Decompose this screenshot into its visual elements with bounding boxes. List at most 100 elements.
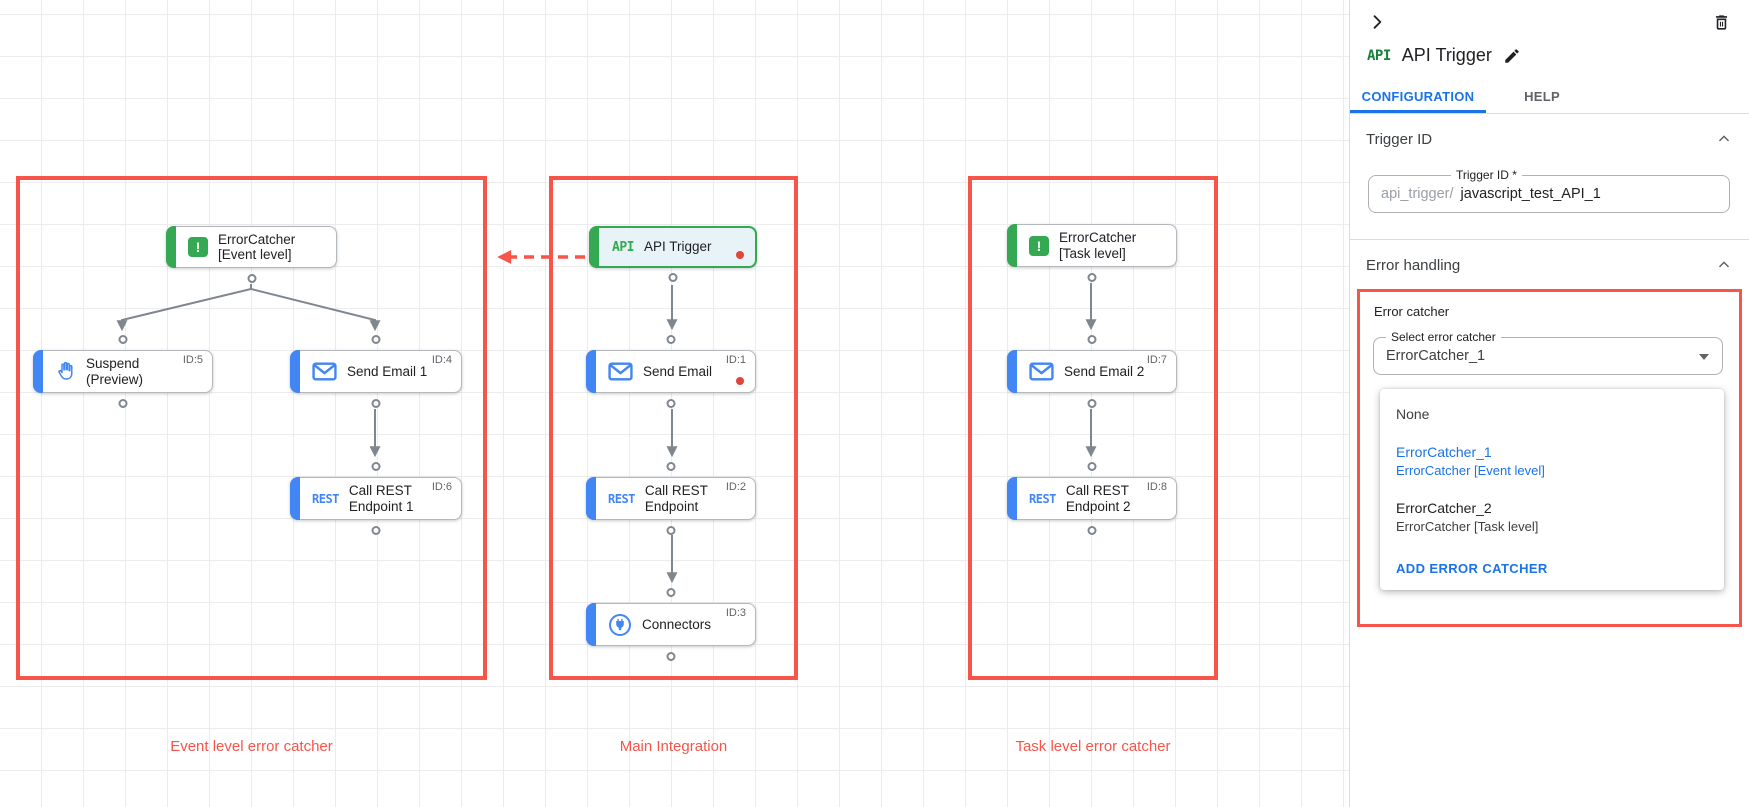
node-id: ID:3 [725, 607, 746, 619]
output-port[interactable] [247, 274, 256, 283]
input-port[interactable] [371, 462, 381, 471]
input-port[interactable] [1087, 335, 1097, 344]
collapse-panel-button[interactable] [1367, 12, 1387, 32]
trigger-id-value: javascript_test_API_1 [1460, 186, 1601, 202]
error-handling-heading: Error handling [1366, 256, 1461, 274]
node-accent-bar [290, 350, 300, 393]
node-connectors[interactable]: Connectors ID:3 [586, 588, 756, 661]
node-label: Call REST Endpoint [644, 483, 708, 514]
node-id: ID:2 [725, 481, 746, 493]
error-catcher-select[interactable]: Select error catcher ErrorCatcher_1 [1373, 330, 1723, 375]
rest-icon: REST [312, 491, 339, 506]
dropdown-arrow-icon [1699, 354, 1709, 360]
dropdown-option-errorcatcher-1[interactable]: ErrorCatcher_1 ErrorCatcher [Event level… [1396, 444, 1545, 478]
node-label: Call REST Endpoint 2 [1065, 483, 1131, 514]
delete-trigger-button[interactable] [1712, 13, 1731, 32]
node-id: ID:4 [431, 354, 452, 366]
add-error-catcher-button[interactable]: ADD ERROR CATCHER [1380, 545, 1564, 578]
trigger-id-heading: Trigger ID [1366, 130, 1433, 148]
pencil-icon [1505, 48, 1519, 63]
node-id: ID:6 [431, 481, 452, 493]
trigger-id-prefix: api_trigger/ [1381, 186, 1454, 202]
node-label: Connectors [642, 616, 712, 632]
node-accent-bar [589, 226, 599, 268]
node-accent-bar [1007, 350, 1017, 393]
email-icon [312, 362, 337, 381]
node-call-rest-endpoint[interactable]: REST Call REST Endpoint ID:2 [586, 462, 756, 535]
output-port[interactable] [668, 273, 678, 282]
group-box-main-integration [549, 176, 798, 680]
node-label: Send Email 1 [347, 363, 428, 379]
output-port[interactable] [371, 526, 381, 535]
section-error-handling: Error handling Error catcher Select erro… [1350, 240, 1749, 627]
node-send-email-2[interactable]: Send Email 2 ID:7 [1007, 335, 1177, 408]
node-send-email[interactable]: Send Email ID:1 [586, 335, 756, 408]
tab-configuration[interactable]: CONFIGURATION [1350, 78, 1486, 113]
api-icon: API [612, 239, 634, 255]
rest-icon: REST [1029, 491, 1056, 506]
input-port[interactable] [118, 335, 128, 344]
output-port[interactable] [1087, 399, 1097, 408]
input-port[interactable] [1087, 462, 1097, 471]
email-icon [1029, 362, 1054, 381]
node-label: Send Email [643, 363, 713, 379]
section-divider [1350, 239, 1749, 240]
output-port[interactable] [666, 399, 676, 408]
panel-title: API Trigger [1401, 45, 1492, 65]
error-catcher-annotation-box: Error catcher Select error catcher Error… [1357, 289, 1742, 627]
error-catcher-icon: ! [188, 237, 208, 257]
node-send-email-1[interactable]: Send Email 1 ID:4 [290, 335, 462, 408]
error-catcher-label: Error catcher [1374, 304, 1450, 319]
group-label-main-integration: Main Integration [619, 738, 728, 755]
node-suspend-preview[interactable]: Suspend (Preview) ID:5 [33, 335, 213, 408]
select-field-label: Select error catcher [1386, 330, 1501, 344]
input-port[interactable] [666, 588, 676, 597]
select-field-value: ErrorCatcher_1 [1386, 348, 1486, 364]
output-port[interactable] [666, 526, 676, 535]
node-id: ID:8 [1146, 481, 1167, 493]
chevron-right-icon [1373, 15, 1382, 29]
node-errorcatcher-event-level[interactable]: ! ErrorCatcher [Event level] [166, 226, 337, 283]
collapse-section-button[interactable] [1715, 130, 1733, 148]
red-status-dot [736, 377, 744, 385]
api-trigger-icon: API [1367, 47, 1391, 64]
chevron-up-icon [1718, 261, 1730, 268]
output-port[interactable] [1087, 526, 1097, 535]
panel-tabs: CONFIGURATION HELP [1350, 78, 1749, 114]
output-port[interactable] [371, 399, 381, 408]
hand-suspend-icon [58, 361, 73, 380]
input-port[interactable] [371, 335, 381, 344]
node-call-rest-endpoint-1[interactable]: REST Call REST Endpoint 1 ID:6 [290, 462, 462, 535]
input-port[interactable] [666, 462, 676, 471]
node-api-trigger[interactable]: API API Trigger [589, 226, 757, 282]
chevron-up-icon [1718, 135, 1730, 142]
node-accent-bar [1007, 224, 1017, 267]
node-accent-bar [1007, 477, 1017, 520]
input-port[interactable] [666, 335, 676, 344]
node-accent-bar [166, 226, 176, 268]
trigger-id-field-label: Trigger ID * [1451, 168, 1522, 182]
node-errorcatcher-task-level[interactable]: ! ErrorCatcher [Task level] [1007, 224, 1177, 282]
group-label-event-level: Event level error catcher [170, 738, 333, 755]
node-accent-bar [586, 603, 596, 646]
dropdown-option-none[interactable]: None [1396, 406, 1430, 422]
dropdown-option-errorcatcher-2[interactable]: ErrorCatcher_2 ErrorCatcher [Task level] [1396, 500, 1539, 534]
tab-help[interactable]: HELP [1486, 78, 1598, 113]
node-accent-bar [290, 477, 300, 520]
section-trigger-id: Trigger ID Trigger ID * api_trigger/ jav… [1350, 114, 1749, 240]
collapse-section-button[interactable] [1715, 256, 1733, 274]
node-call-rest-endpoint-2[interactable]: REST Call REST Endpoint 2 ID:8 [1007, 462, 1177, 535]
output-port[interactable] [666, 652, 676, 661]
group-label-task-level: Task level error catcher [1015, 738, 1171, 755]
node-label: ErrorCatcher [Event level] [218, 231, 296, 262]
trigger-id-field[interactable]: Trigger ID * api_trigger/ javascript_tes… [1368, 168, 1730, 213]
email-icon [608, 362, 633, 381]
node-label: Suspend (Preview) [86, 356, 144, 387]
node-accent-bar [33, 350, 43, 393]
node-id: ID:7 [1146, 354, 1167, 366]
output-port[interactable] [118, 399, 128, 408]
red-status-dot [736, 251, 744, 259]
node-label: Call REST Endpoint 1 [348, 483, 414, 514]
edit-title-button[interactable] [1503, 47, 1521, 65]
output-port[interactable] [1087, 273, 1097, 282]
